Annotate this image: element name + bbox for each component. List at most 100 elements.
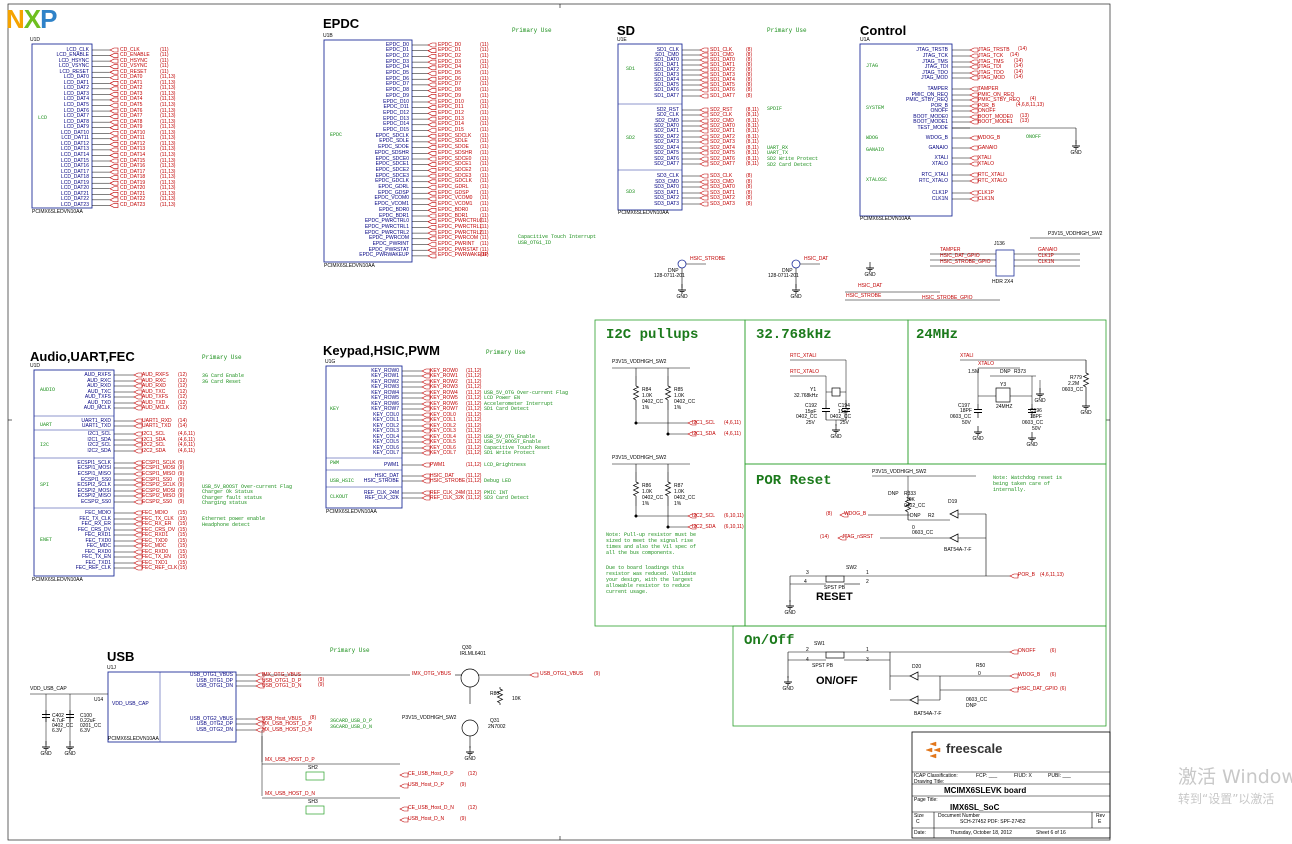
ic-body [323,39,413,263]
i2c-title: I2C pullups [606,327,699,343]
sw1-part: SPST PB [812,663,834,669]
usb-note: 3GCARD_USB_D_N [330,724,373,730]
net-ref: (11,13) [160,196,176,203]
ground-label: GND [676,294,688,300]
net-label: EPDC_SDLE [438,138,468,145]
ic-pin-name: EPDC_PWRCTRL2 [364,229,409,236]
epdc-title: EPDC [323,16,360,31]
net-label: UART1_TXD [142,422,172,429]
net-ref: (11,12) [466,416,482,423]
test-point-part: 128-0711-201 [654,273,685,279]
net-label: XTALI [978,154,992,161]
ic-pin-name: EPDC_D2 [385,52,409,59]
xtalo-net: XTALO [978,361,995,367]
net-label: SD2_CLK [710,111,733,118]
offpage-connector [699,118,709,124]
net-label: SD3_CLK [710,172,733,179]
i2c-note: Due to board loadings this [606,565,685,571]
net-ref: (14) [820,534,829,540]
ic-pin-name: USB_OTG1_VBUS [189,671,233,678]
ic-pin-name: EPDC_D10 [383,98,409,105]
keypad-note: SD1 Write Protect [484,450,536,456]
net-label: EPDC_SDCE1 [438,161,472,168]
ic-pin-name: POR_B [931,102,948,109]
net-ref: (11) [480,155,489,162]
ic-pin-name: SD2_DAT6 [654,155,679,162]
net-ref: (4,6,11) [178,441,195,448]
net-label: JTAG_TMS [978,58,1004,65]
net-label: IMX_OTG_VBUS [262,671,301,678]
ic-pin-name: FEC_MDIO [85,509,111,516]
q30-mosfet [460,668,480,688]
net-ref: (14) [1014,69,1023,75]
ic-pin-name: SD3_DAT2 [654,194,679,201]
net-ref: (8) [746,183,753,190]
ic-pin-name: EPDC_VCOM1 [374,201,409,208]
net-label: EPDC_D13 [438,115,464,122]
ic-pin-name: UART1_RXD [81,417,111,424]
net-ref: (15) [178,548,187,555]
ic-pin-name: BOOT_MODE1 [913,118,948,125]
keypad-note: SD1 Card Detect [484,406,530,412]
offpage-connector [255,678,265,684]
net-label: EPDC_PWRSTAT [438,246,479,253]
net-label: SD1_DAT6 [710,86,735,93]
offpage-connector [109,142,119,147]
offpage-connector [427,65,437,71]
offpage-connector [427,76,437,82]
offpage-connector [399,806,409,812]
cap-package: 0402_CC [52,723,74,729]
net-label: ECSPI1_SCLK [142,459,176,466]
header-part: HDR 2X4 [992,279,1014,285]
cap-voltage: 25V [806,420,815,426]
offpage-connector [109,103,119,108]
ic-pin-name: KEY_COL6 [373,444,399,451]
audio-primary-use: Primary Use [202,354,242,361]
net-ref: (11) [480,241,489,247]
offpage-connector [133,418,143,424]
net-label: UART1_RXD [142,417,172,424]
ic-pin-name: LCD_DAT19 [61,179,89,186]
offpage-connector [133,482,143,488]
cap-value: 15pF [838,409,850,415]
ic-pin-name: ECSPI1_SCLK [77,459,111,466]
net-ref: (11) [480,47,489,54]
net-ref: (8) [746,172,753,179]
offpage-connector [427,173,437,179]
net-ref: (15) [178,559,187,566]
keypad-note: LCD Power EN [484,395,521,401]
net-ref: (11,12) [466,438,482,445]
header-strobe-gpio: HSIC_STROBE_GPIO [922,295,973,301]
offpage-connector [699,128,709,134]
q30-part: IRLML6401 [460,651,486,657]
net-label: SD2_DAT5 [710,149,735,156]
ic-pin-name: EPDC_BDR1 [378,212,409,219]
sd-part-number: PCIMX6SLEDVN10AA [618,210,669,216]
i2c-supply: P3V15_VDDHIGH_SW2 [612,359,667,365]
net-ref: (11,13) [160,74,176,81]
offpage-connector [133,565,143,571]
epdc-primary-use: Primary Use [512,27,552,34]
net-ref: (4,6,8,11,13) [1016,102,1044,108]
net-label: KEY_COL1 [430,416,456,423]
offpage-connector [109,147,119,153]
ic-pin-name: USB_OTG2_VBUS [189,715,233,722]
offpage-connector [427,168,437,173]
audio-group: SPI [40,482,50,488]
ic-pin-name: ECSPI1_SS0 [80,476,111,483]
keypad-note: USB_5V_OTG Over-current Flag [484,390,569,396]
resistor-tolerance: 1% [674,501,682,507]
tb-doc: SCH-27452 PDF: SPF-27452 [960,819,1026,825]
offpage-connector [133,465,143,471]
net-ref: (8) [746,76,753,83]
offpage-connector [109,119,119,125]
offpage-connector [427,111,437,116]
offpage-connector [109,130,119,136]
net-ref: (11) [480,41,489,48]
ic-body [31,43,93,209]
ic-pin-name: WDOG_B [925,134,948,141]
ic-pin-name: ONOFF [930,107,949,114]
ic-pin-name: LCD_DAT13 [61,146,89,153]
offpage-connector [133,460,143,466]
offpage-connector [969,108,979,114]
